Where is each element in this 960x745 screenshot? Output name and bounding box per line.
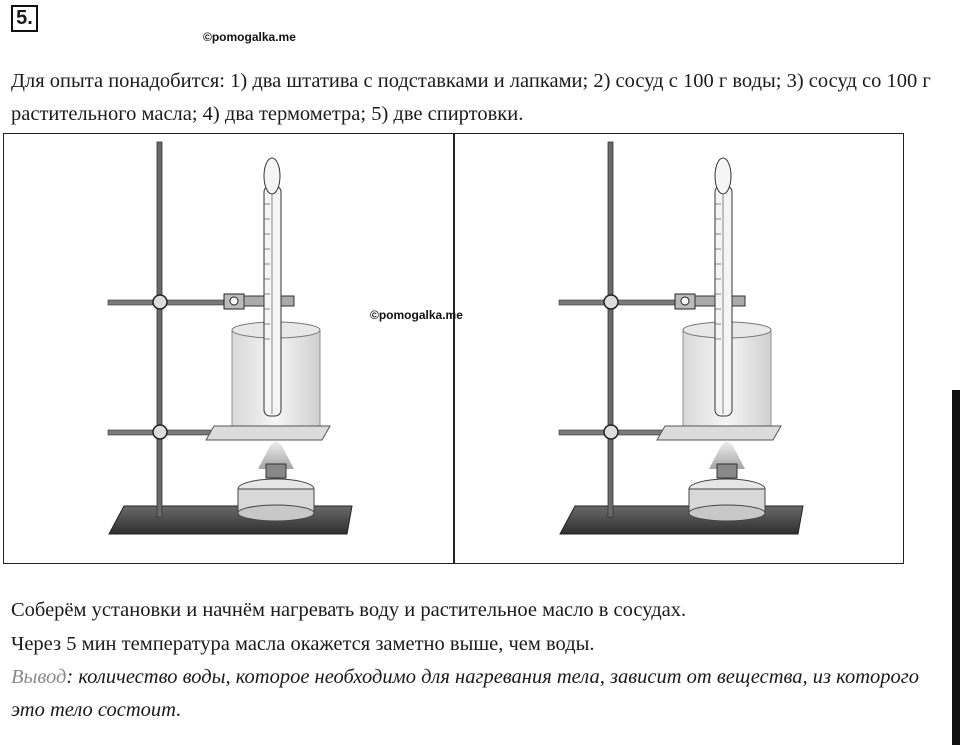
conclusion-label: Вывод [11, 666, 67, 688]
watermark-figure: ©pomogalka.me [370, 308, 463, 322]
apparatus-figure [3, 133, 904, 564]
task-number: 5. [11, 5, 38, 32]
left-apparatus-illustration [107, 141, 353, 535]
figure-divider [453, 134, 455, 563]
intro-text: Для опыта понадобится: 1) два штатива с … [11, 70, 931, 125]
watermark-top: ©pomogalka.me [203, 30, 296, 44]
body-line-1: Соберём установки и начнём нагревать вод… [11, 599, 687, 621]
right-apparatus-illustration [558, 141, 804, 535]
conclusion-text: : количество воды, которое необходимо дл… [11, 666, 920, 721]
conclusion: Вывод: количество воды, которое необходи… [11, 661, 941, 727]
page-edge-bar [952, 390, 960, 745]
body-line-2: Через 5 мин температура масла окажется з… [11, 633, 595, 655]
